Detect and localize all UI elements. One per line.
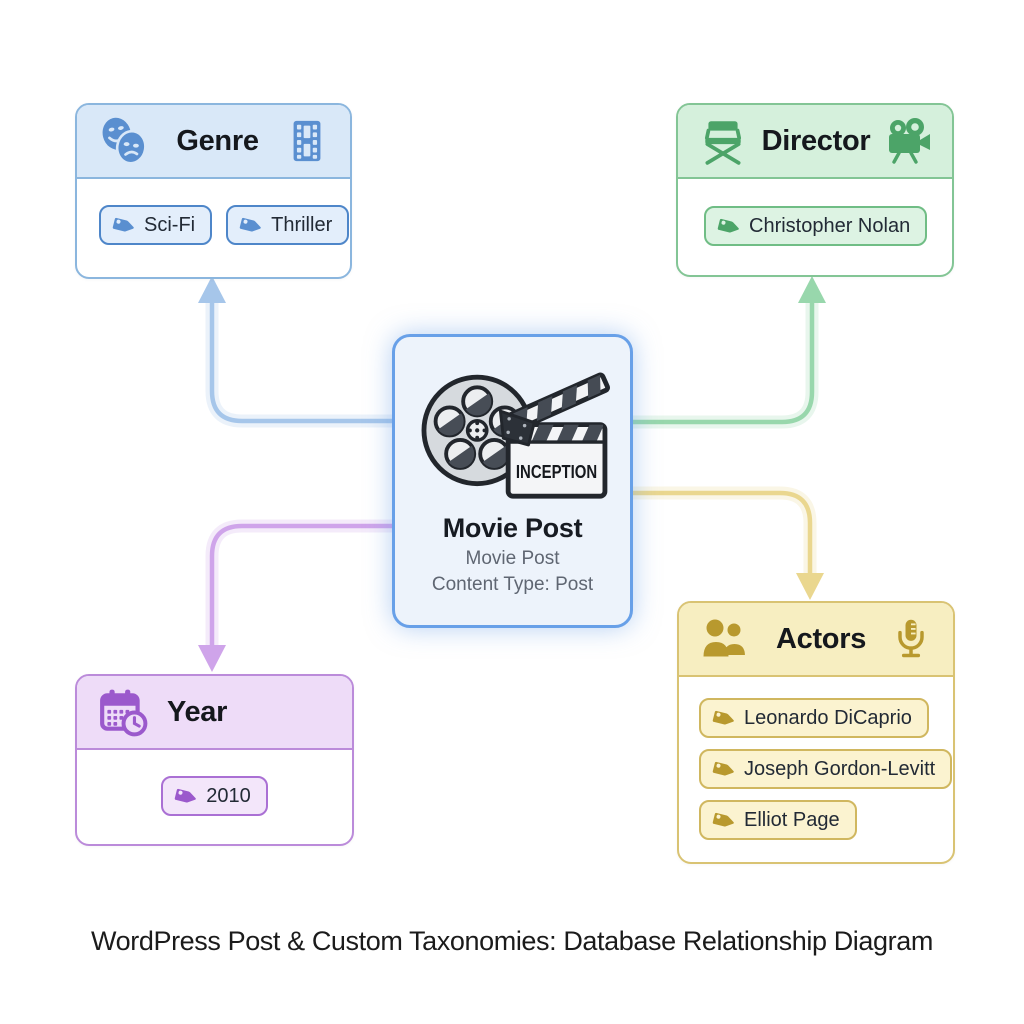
movie-post-content-type: Content Type: Post	[431, 574, 594, 595]
director-terms: Christopher Nolan	[678, 179, 952, 273]
director-box: Director	[676, 103, 954, 277]
tag-icon	[712, 710, 734, 724]
term-label: Christopher Nolan	[749, 214, 911, 237]
term-label: Elliot Page	[744, 808, 840, 831]
year-box: Year 2010	[75, 674, 354, 846]
tag-icon	[239, 217, 261, 231]
term-tag-thriller: Thriller	[226, 205, 350, 245]
movie-camera-icon	[889, 118, 930, 164]
director-header: Director	[678, 105, 952, 179]
movie-post-subtitle: Movie Post	[465, 548, 560, 569]
year-title: Year	[167, 695, 228, 728]
term-tag-joseph-gordon-levitt: Joseph Gordon-Levitt	[699, 749, 953, 789]
genre-title: Genre	[176, 124, 259, 157]
arrowhead	[198, 645, 226, 672]
diagram-caption: WordPress Post & Custom Taxonomies: Data…	[91, 926, 933, 956]
term-label: Sci-Fi	[144, 213, 196, 236]
directors-chair-icon	[704, 121, 742, 165]
year-header: Year	[77, 676, 352, 750]
film-strip-icon	[293, 120, 321, 162]
arrowhead	[796, 573, 824, 600]
theater-masks-icon	[102, 117, 147, 165]
year-terms: 2010	[77, 750, 352, 842]
term-label: Thriller	[271, 213, 333, 236]
movie-post-node: INCEPTION Movie Post Movie Post Content …	[392, 334, 633, 628]
term-label: Leonardo DiCaprio	[744, 706, 912, 729]
term-tag-elliot-page: Elliot Page	[699, 800, 857, 840]
film-reel-clapperboard-icon: INCEPTION	[421, 372, 610, 499]
connector-movie-to-year	[198, 519, 399, 672]
arrowhead	[198, 276, 226, 303]
connector-movie-to-genre	[198, 276, 399, 428]
director-title: Director	[761, 124, 871, 157]
actors-header: Actors	[679, 603, 953, 677]
arrowhead	[798, 276, 826, 303]
people-icon	[703, 619, 748, 657]
genre-header: Genre	[77, 105, 350, 179]
actors-box: Actors Leonardo DiCaprio	[677, 601, 955, 864]
term-label: 2010	[206, 784, 251, 807]
connector-movie-to-director	[626, 276, 826, 429]
tag-icon	[712, 812, 734, 826]
actors-terms: Leonardo DiCaprio Joseph Gordon-Levitt	[679, 677, 953, 861]
term-tag-sci-fi: Sci-Fi	[99, 205, 213, 245]
connector-movie-to-actors	[626, 486, 824, 600]
actors-title: Actors	[775, 622, 867, 655]
tag-icon	[717, 218, 739, 232]
tag-icon	[712, 761, 734, 775]
calendar-clock-icon	[100, 689, 148, 737]
term-label: Joseph Gordon-Levitt	[744, 757, 936, 780]
movie-post-title: Movie Post	[442, 513, 583, 543]
term-tag-christopher-nolan: Christopher Nolan	[704, 206, 928, 246]
microphone-icon	[898, 619, 924, 658]
term-tag-leonardo-dicaprio: Leonardo DiCaprio	[699, 698, 929, 738]
tag-icon	[174, 788, 197, 802]
genre-terms: Sci-Fi Thriller	[77, 179, 350, 271]
genre-box: Genre	[75, 103, 352, 279]
term-tag-2010: 2010	[161, 776, 268, 816]
tag-icon	[112, 217, 134, 231]
clapperboard-title: INCEPTION	[515, 461, 596, 482]
